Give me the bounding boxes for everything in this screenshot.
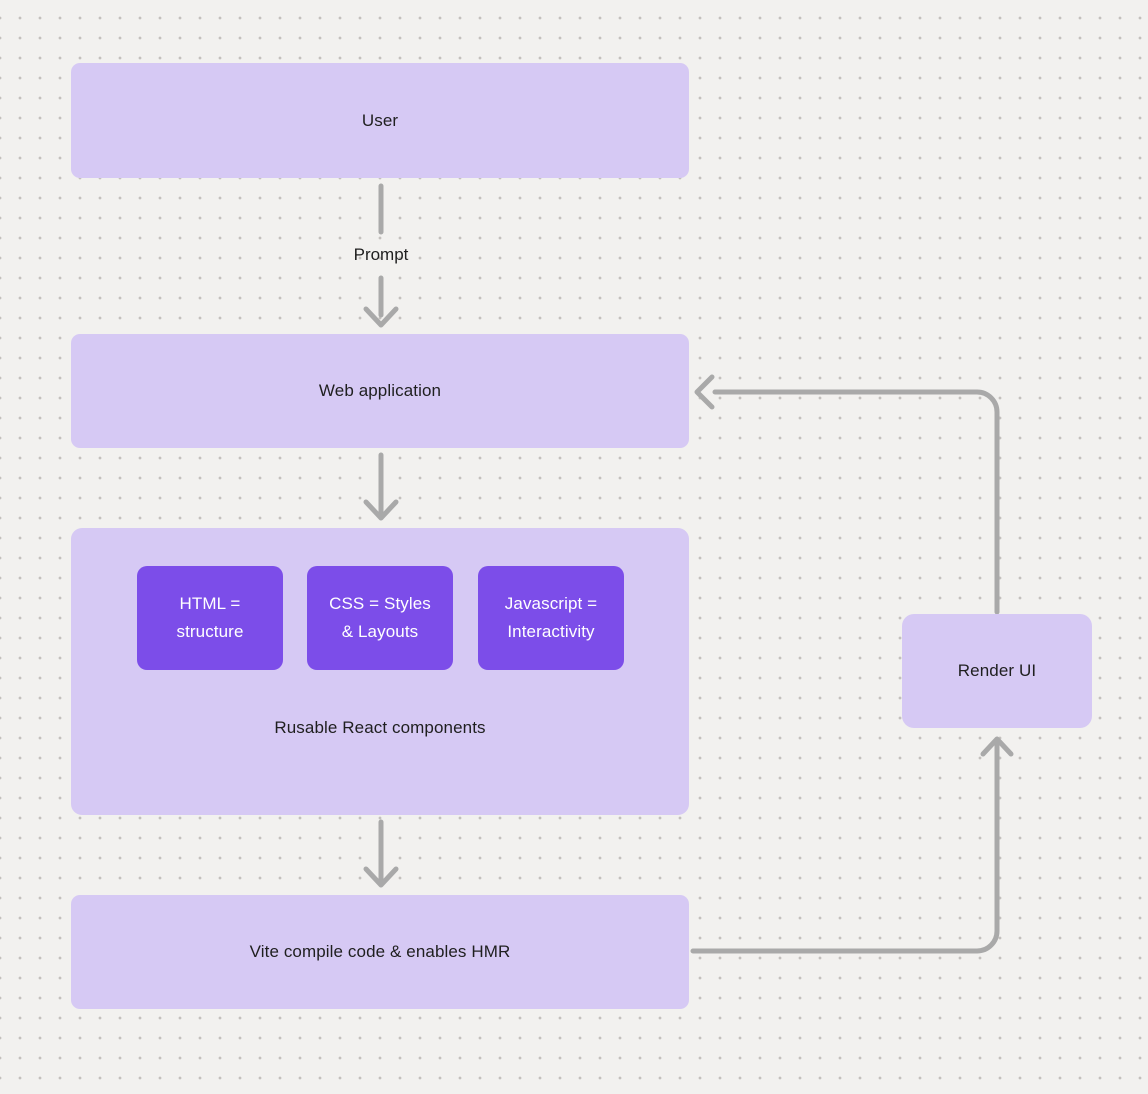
chip-css[interactable]: CSS = Styles & Layouts [307, 566, 453, 670]
edge-label-prompt[interactable]: Prompt [353, 245, 409, 264]
arrowhead-up-icon [980, 736, 1014, 757]
arrowhead-down-icon [363, 306, 399, 328]
node-user-label: User [361, 110, 399, 130]
node-components-group[interactable]: HTML = structure CSS = Styles & Layouts … [71, 528, 689, 815]
components-group-caption: Rusable React components [274, 718, 486, 737]
arrowhead-left-icon [694, 374, 715, 410]
chip-html[interactable]: HTML = structure [137, 566, 283, 670]
node-web-application[interactable]: Web application [71, 334, 689, 448]
node-web-application-label: Web application [318, 381, 442, 400]
chip-css-label: CSS = Styles & Layouts [329, 594, 431, 641]
node-render-ui[interactable]: Render UI [902, 614, 1092, 728]
arrowhead-down-icon [363, 499, 399, 521]
chip-javascript-label: Javascript = Interactivity [504, 594, 598, 641]
chip-javascript[interactable]: Javascript = Interactivity [478, 566, 624, 670]
node-render-ui-label: Render UI [957, 661, 1037, 680]
node-vite-label: Vite compile code & enables HMR [249, 942, 511, 961]
node-vite[interactable]: Vite compile code & enables HMR [71, 895, 689, 1009]
edge-render-web-line [712, 389, 1000, 615]
arrowhead-down-icon [363, 866, 399, 888]
chip-html-label: HTML = structure [176, 594, 244, 641]
edge-vite-render-line [690, 742, 1000, 954]
node-user[interactable]: User [71, 63, 689, 178]
